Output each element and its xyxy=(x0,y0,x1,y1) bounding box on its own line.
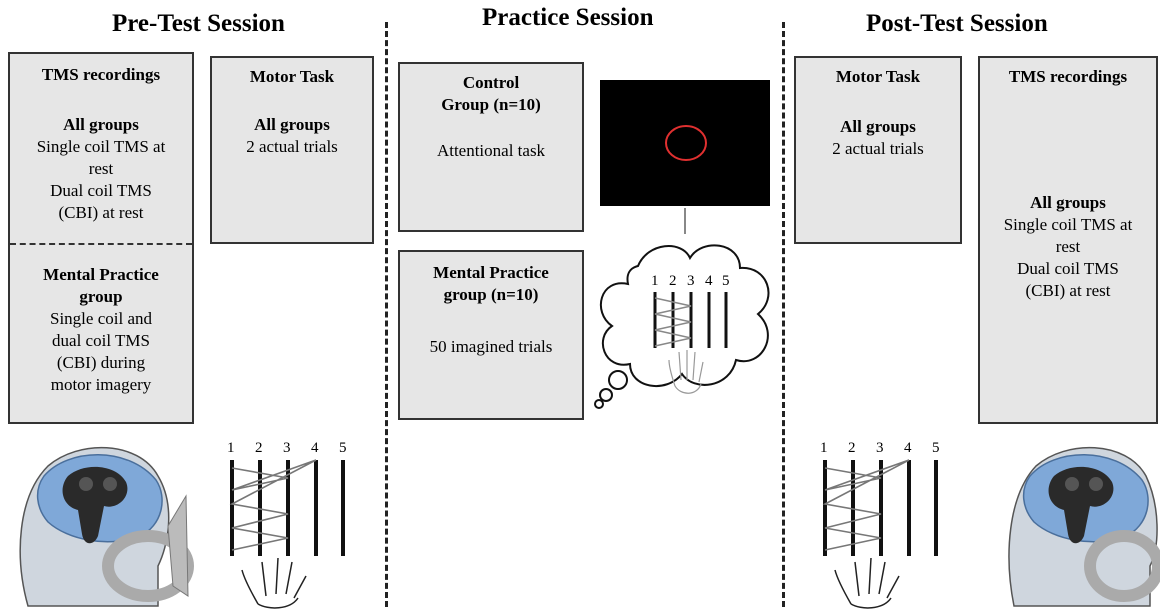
pretest-mp-line: motor imagery xyxy=(50,375,152,394)
posttest-title: Post-Test Session xyxy=(866,10,1048,37)
posttest-motor-box: Motor Task All groups 2 actual trials xyxy=(794,56,962,244)
control-header: Control xyxy=(462,73,520,92)
posttest-tms-line: Single coil TMS at xyxy=(1003,215,1133,234)
pretest-mp-header: group xyxy=(79,287,123,306)
pretest-mp-header: Mental Practice xyxy=(43,265,159,284)
finger-label: 4 xyxy=(904,440,912,456)
pretest-tms-box: TMS recordings All groups Single coil TM… xyxy=(8,52,194,424)
thought-cloud-icon xyxy=(594,244,770,409)
finger-sequence-icon xyxy=(229,459,345,609)
posttest-motor-header: Motor Task xyxy=(835,67,921,86)
posttest-motor-trials: 2 actual trials xyxy=(832,139,924,158)
divider-left xyxy=(385,22,388,607)
pretest-tms-separator xyxy=(10,243,192,245)
posttest-tms-line: (CBI) at rest xyxy=(1025,281,1111,300)
head-tms-coil-icon xyxy=(1008,447,1160,607)
control-task: Attentional task xyxy=(436,141,546,160)
pretest-title: Pre-Test Session xyxy=(112,10,285,37)
finger-label: 3 xyxy=(283,440,291,456)
posttest-tms-line: Dual coil TMS xyxy=(1017,259,1119,278)
imagined-sequence-icon xyxy=(653,292,728,394)
mental-group-box: Mental Practice group (n=10) 50 imagined… xyxy=(398,250,584,420)
screen-display xyxy=(600,80,770,206)
finger-label: 1 xyxy=(820,440,828,456)
pretest-tms-line: (CBI) at rest xyxy=(58,203,144,222)
pretest-tms-line: Single coil TMS at xyxy=(36,137,166,156)
hand-icon xyxy=(834,557,900,609)
finger-label: 5 xyxy=(932,440,940,456)
finger-label: 2 xyxy=(669,273,677,289)
mental-task: 50 imagined trials xyxy=(429,337,553,356)
pretest-motor-trials: 2 actual trials xyxy=(246,137,338,156)
posttest-tms-header: TMS recordings xyxy=(1008,67,1128,86)
pretest-mp-line: dual coil TMS xyxy=(52,331,150,350)
finger-label: 3 xyxy=(876,440,884,456)
finger-label: 4 xyxy=(705,273,713,289)
posttest-tms-line: rest xyxy=(1055,237,1081,256)
pretest-mp-line: Single coil and xyxy=(50,309,152,328)
finger-label: 3 xyxy=(687,273,695,289)
hand-icon xyxy=(241,557,307,609)
finger-label: 5 xyxy=(339,440,347,456)
posttest-motor-all-groups: All groups xyxy=(840,117,916,136)
head-tms-coil-icon xyxy=(19,447,194,607)
pretest-motor-box: Motor Task All groups 2 actual trials xyxy=(210,56,374,244)
finger-sequence-icon xyxy=(822,459,938,609)
screen-stand xyxy=(684,208,686,234)
divider-right xyxy=(782,22,785,607)
posttest-tms-box: TMS recordings All groups Single coil TM… xyxy=(978,56,1158,424)
finger-label: 1 xyxy=(227,440,235,456)
pretest-tms-header: TMS recordings xyxy=(41,65,161,84)
control-header: Group (n=10) xyxy=(441,95,541,114)
control-group-box: Control Group (n=10) Attentional task xyxy=(398,62,584,232)
finger-label: 1 xyxy=(651,273,659,289)
pretest-motor-header: Motor Task xyxy=(249,67,335,86)
pretest-tms-line: Dual coil TMS xyxy=(50,181,152,200)
posttest-tms-all-groups: All groups xyxy=(1030,193,1106,212)
pretest-tms-line: rest xyxy=(88,159,114,178)
finger-label: 5 xyxy=(722,273,730,289)
pretest-mp-line: (CBI) during xyxy=(56,353,146,372)
pretest-motor-all-groups: All groups xyxy=(254,115,330,134)
finger-label: 2 xyxy=(255,440,263,456)
target-circle-icon xyxy=(665,125,707,161)
practice-title: Practice Session xyxy=(482,4,654,31)
finger-label: 4 xyxy=(311,440,319,456)
pretest-tms-all-groups: All groups xyxy=(63,115,139,134)
mental-header: Mental Practice xyxy=(433,263,549,282)
finger-label: 2 xyxy=(848,440,856,456)
mental-header: group (n=10) xyxy=(443,285,539,304)
